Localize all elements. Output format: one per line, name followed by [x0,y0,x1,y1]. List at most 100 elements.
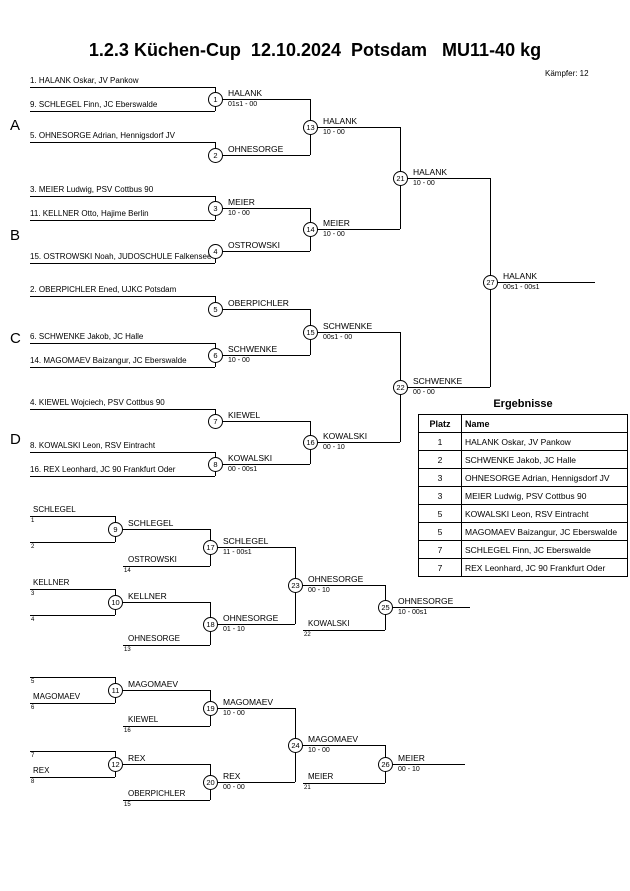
bracket-hline [210,547,295,548]
matches-m15-winner: SCHWENKE [323,321,373,331]
bracket-hline [310,332,400,333]
bracket-hline [215,464,310,465]
bracket-hline [210,782,295,783]
bracket-hline [30,111,215,112]
bracket-hline [30,220,215,221]
bracket-hline [215,355,310,356]
matches-m5-winner: OBERPICHLER [228,298,289,308]
matches-m27-score: 00s1 - 00s1 [503,284,540,291]
matches-m1-score: 01s1 - 00 [228,101,258,108]
bracket-hline [215,309,310,310]
entries-2: 5. OHNESORGE Adrian, Hennigsdorf JV [30,131,175,140]
match-m23-circle: 23 [288,578,303,593]
results-cell-name: SCHWENKE Jakob, JC Halle [461,450,628,469]
match-m11-circle: 11 [108,683,123,698]
match-m10-circle: 10 [108,595,123,610]
matches-m3-winner: MEIER [228,197,255,207]
match-m12-circle: 12 [108,757,123,772]
bracket-hline [115,529,210,530]
matches-m4-winner: OSTROWSKI [228,240,280,250]
match-m24-circle: 24 [288,738,303,753]
bracket-hline [215,99,310,100]
matches-m3-score: 10 - 00 [228,210,250,217]
matches-m21-winner: HALANK [413,167,448,177]
bracket-hline [30,751,115,752]
repechage-names-d25: KOWALSKI [308,619,350,628]
bracket-hline [123,566,210,567]
bracket-hline [215,208,310,209]
results-cell-name: KOWALSKI Leon, RSV Eintracht [461,504,628,523]
matches-m14-winner: MEIER [323,218,350,228]
matches-m22-score: 00 - 00 [413,389,435,396]
bracket-hline [310,127,400,128]
bracket-hline [490,282,595,283]
matches-m11-winner: MAGOMAEV [128,679,179,689]
bracket-hline [385,764,465,765]
match-m20-circle: 20 [203,775,218,790]
repechage-tags-r3: 3 [31,591,35,597]
match-m6-circle: 6 [208,348,223,363]
fighters-count: Kämpfer: 12 [545,69,589,78]
repechage-names-r1: SCHLEGEL [33,505,76,514]
match-m19-circle: 19 [203,701,218,716]
results-cell-platz: 3 [418,486,462,505]
bracket-hline [115,690,210,691]
matches-m16-winner: KOWALSKI [323,431,368,441]
results-header-row: Platz Name [418,414,628,433]
groups-2: C [10,330,21,347]
matches-m6-winner: SCHWENKE [228,344,278,354]
bracket-hline [123,645,210,646]
results-cell-name: REX Leonhard, JC 90 Frankfurt Oder [461,558,628,577]
match-m9-circle: 9 [108,522,123,537]
results-cell-platz: 7 [418,558,462,577]
entries-9: 4. KIEWEL Wojciech, PSV Cottbus 90 [30,398,165,407]
bracket-hline [115,602,210,603]
repechage-names-d18: OHNESORGE [128,634,181,643]
results-cell-name: MAGOMAEV Baizangur, JC Eberswalde [461,522,628,541]
repechage-tags-r8: 8 [31,779,35,785]
matches-m23-winner: OHNESORGE [308,574,364,584]
bracket-hline [30,142,215,143]
repechage-tags-r4: 4 [31,617,35,623]
bracket-hline [210,708,295,709]
results-cell-platz: 7 [418,540,462,559]
matches-m23-score: 00 - 10 [308,587,330,594]
entries-0: 1. HALANK Oskar, JV Pankow [30,76,139,85]
repechage-tags-r7: 7 [31,753,35,759]
repechage-names-r8: REX [33,766,50,775]
results-cell-name: SCHLEGEL Finn, JC Eberswalde [461,540,628,559]
bracket-hline [30,87,215,88]
entries-11: 16. REX Leonhard, JC 90 Frankfurt Oder [30,465,176,474]
match-m1-circle: 1 [208,92,223,107]
matches-m16-score: 00 - 10 [323,444,345,451]
bracket-hline [30,263,215,264]
bracket-hline [30,452,215,453]
bracket-hline [30,409,215,410]
groups-0: A [10,117,21,134]
entries-5: 15. OSTROWSKI Noah, JUDOSCHULE Falkensee [30,252,212,261]
entries-10: 8. KOWALSKI Leon, RSV Eintracht [30,441,156,450]
matches-m27-winner: HALANK [503,271,538,281]
repechage-tags-d18: 13 [124,647,131,653]
repechage-tags-r1: 1 [31,518,35,524]
matches-m19-score: 10 - 00 [223,710,245,717]
matches-m22-winner: SCHWENKE [413,376,463,386]
matches-m18-winner: OHNESORGE [223,613,279,623]
matches-m19-winner: MAGOMAEV [223,697,274,707]
repechage-tags-d17: 14 [124,568,131,574]
entries-3: 3. MEIER Ludwig, PSV Cottbus 90 [30,185,154,194]
matches-m10-winner: KELLNER [128,591,167,601]
matches-m20-winner: REX [223,771,241,781]
repechage-tags-r6: 6 [31,705,35,711]
bracket-hline [30,542,115,543]
matches-m26-winner: MEIER [398,753,425,763]
results-title: Ergebnisse [493,398,553,410]
bracket-hline [310,442,400,443]
